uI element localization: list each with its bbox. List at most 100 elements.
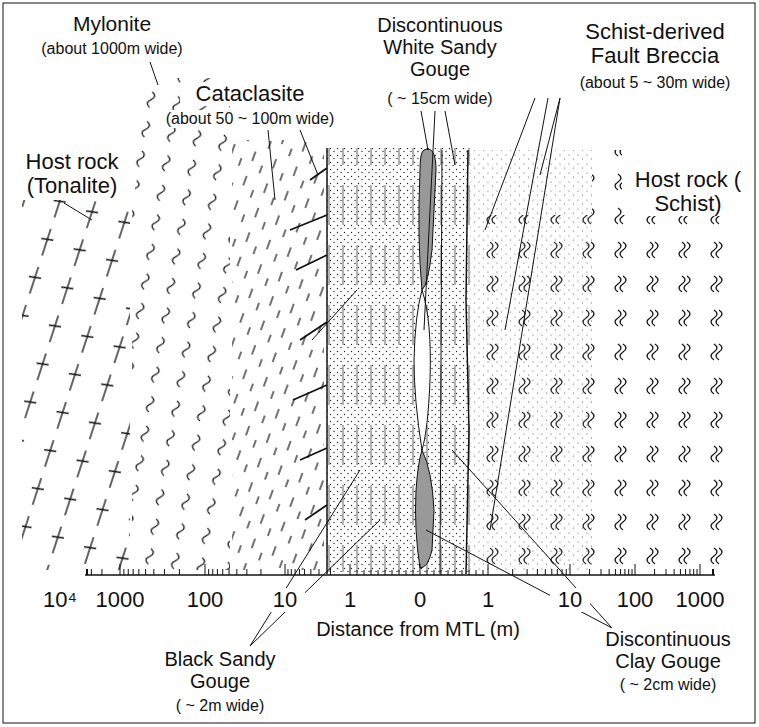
axis-tick [713, 569, 714, 575]
axis-tick [304, 569, 305, 575]
axis-tick [406, 570, 407, 575]
axis-tick [236, 569, 237, 575]
axis-tick [153, 569, 154, 575]
width-note: (about 5 ~ 30m wide) [565, 74, 745, 92]
axis-tick [87, 569, 88, 575]
axis-tick [420, 564, 421, 575]
axis-tick [217, 569, 218, 575]
axis-tick [145, 569, 146, 575]
axis-tick [488, 564, 489, 575]
axis-tick [476, 570, 477, 575]
axis-tick [685, 569, 686, 575]
axis-tick [700, 564, 701, 575]
axis-tick [666, 569, 667, 575]
axis-tick [512, 569, 513, 575]
axis-tick [427, 570, 428, 575]
axis-tick [455, 570, 456, 575]
axis-tick [318, 569, 319, 575]
width-note: ( ~ 2m wide) [160, 697, 280, 715]
axis-tick [713, 569, 714, 575]
axis-tick [693, 569, 694, 575]
axis-tick [371, 570, 372, 575]
axis-tick [615, 569, 616, 575]
width-note: ( ~ 15cm wide) [375, 90, 505, 108]
rock-name: Schist-derived Fault Breccia [559, 20, 751, 68]
axis-tick [713, 569, 714, 575]
axis-tick [680, 569, 681, 575]
axis-tick [87, 569, 88, 575]
axis-tick [87, 569, 88, 575]
axis-tick [697, 569, 698, 575]
axis-tick [399, 570, 400, 575]
axis-value: 0 [405, 588, 435, 612]
axis-tick [285, 564, 286, 575]
rock-name: Cataclasite [180, 82, 320, 106]
axis-tick [570, 564, 571, 575]
axis-tick [222, 569, 223, 575]
axis-tick [566, 569, 567, 575]
axis-value: 1000 [670, 588, 730, 612]
axis-tick [179, 569, 180, 575]
axis-value: 10 [550, 588, 590, 612]
rock-name: Black Sandy Gouge [149, 648, 291, 692]
axis-tick [287, 569, 288, 575]
rock-name: Mylonite [47, 12, 177, 35]
axis-tick [620, 569, 621, 575]
axis-tick [87, 569, 88, 575]
axis-tick [87, 569, 88, 575]
axis-tick [299, 569, 300, 575]
axis-tick [483, 570, 484, 575]
axis-tick [87, 569, 88, 575]
axis-tick [551, 569, 552, 575]
axis-tick [469, 570, 470, 575]
rock-name: Discontinuous Clay Gouge [592, 628, 744, 672]
axis-tick [364, 570, 365, 575]
axis-value: 1 [473, 588, 503, 612]
axis-tick [138, 569, 139, 575]
axis-tick [713, 569, 714, 575]
axis-tick [434, 570, 435, 575]
axis-tick [448, 570, 449, 575]
axis-value: 10⁴ [30, 588, 90, 612]
axis-tick [164, 569, 165, 575]
axis-tick [527, 569, 528, 575]
axis-tick [628, 569, 629, 575]
axis-tick [635, 564, 636, 575]
axis-tick [87, 569, 88, 575]
axis-tick [208, 569, 209, 575]
axis-value: 1 [335, 588, 365, 612]
axis-tick [87, 569, 88, 575]
axis-tick [212, 569, 213, 575]
axis-tick [589, 569, 590, 575]
axis-tick [229, 569, 230, 575]
axis-tick [441, 570, 442, 575]
axis-tick [291, 569, 292, 575]
rock-name: Host rock (Tonalite) [9, 150, 135, 198]
axis-value: 100 [179, 588, 231, 612]
axis-tick [205, 564, 206, 575]
axis-value: 10 [265, 588, 305, 612]
axis-tick [133, 569, 134, 575]
axis-tick [385, 570, 386, 575]
axis-tick [330, 569, 331, 575]
axis-tick [310, 569, 311, 575]
axis-value: 100 [609, 588, 661, 612]
width-note: ( ~ 2cm wide) [608, 676, 728, 694]
axis-tick [246, 569, 247, 575]
axis-tick [128, 569, 129, 575]
axis-tick [713, 569, 714, 575]
axis-tick [674, 569, 675, 575]
rock-name: Discontinuous White Sandy Gouge [354, 14, 526, 80]
axis-tick [350, 564, 351, 575]
axis-tick [101, 569, 102, 575]
axis-tick [462, 570, 463, 575]
axis-tick [392, 570, 393, 575]
axis-tick [120, 564, 121, 575]
rock-name: Host rock ( Schist) [626, 168, 750, 216]
axis-tick [123, 569, 124, 575]
axis-title: Distance from MTL (m) [298, 618, 538, 640]
axis-tick [378, 570, 379, 575]
axis-tick [545, 569, 546, 575]
axis-tick [413, 570, 414, 575]
